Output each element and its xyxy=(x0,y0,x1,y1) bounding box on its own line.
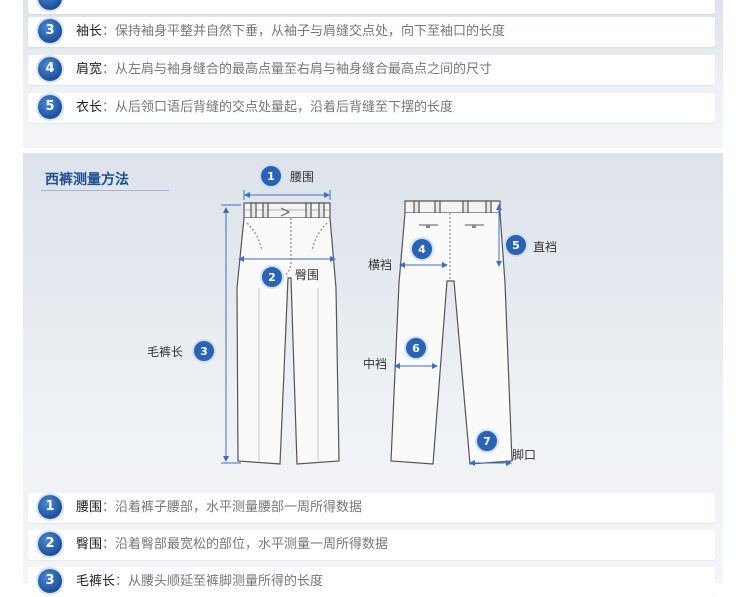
marker-rise: 5 直裆 xyxy=(504,233,557,257)
title-divider xyxy=(41,190,169,191)
item-label: 衣长 xyxy=(76,100,103,115)
item-label: 袖长 xyxy=(76,24,103,39)
marker-label: 臀围 xyxy=(295,268,319,282)
step-badge xyxy=(38,0,62,10)
item-description: 从腰头顺延至裤脚测量所得的长度 xyxy=(128,574,324,589)
marker-number: 6 xyxy=(412,342,420,355)
item-description: 从左肩与袖身缝合的最高点量至右肩与袖身缝合最高点之间的尺寸 xyxy=(115,62,493,77)
marker-number: 7 xyxy=(483,435,491,448)
marker-number: 3 xyxy=(200,345,208,358)
list-item xyxy=(28,0,715,14)
item-label: 臀围 xyxy=(76,537,103,552)
back-trousers-illustration xyxy=(390,200,513,465)
item-label: 腰围 xyxy=(76,500,103,515)
marker-hem: 7 脚口 xyxy=(475,429,536,462)
marker-length: 3 毛裤长 xyxy=(147,339,216,363)
marker-label: 横裆 xyxy=(368,258,392,272)
marker-knee: 6 中裆 xyxy=(363,336,428,371)
step-badge: 3 xyxy=(38,569,62,593)
marker-label: 直裆 xyxy=(533,240,557,254)
item-label: 肩宽 xyxy=(76,62,103,77)
marker-label: 腰围 xyxy=(290,170,314,184)
item-label: 毛裤长 xyxy=(76,574,116,589)
marker-number: 5 xyxy=(512,239,520,252)
marker-waist: 1 腰围 xyxy=(259,164,314,188)
step-badge: 1 xyxy=(38,495,62,519)
step-badge: 2 xyxy=(38,532,62,556)
item-description: 保持袖身平整并自然下垂，从袖子与肩缝交点处，向下至袖口的长度 xyxy=(115,24,506,39)
section-title: 西裤测量方法 xyxy=(45,172,129,188)
marker-label: 脚口 xyxy=(512,447,536,462)
marker-number: 4 xyxy=(418,243,426,256)
marker-thigh: 4 横裆 xyxy=(368,237,434,272)
list-item: 4 肩宽：从左肩与袖身缝合的最高点量至右肩与袖身缝合最高点之间的尺寸 xyxy=(28,55,715,85)
shirt-measurement-panel: 3 袖长：保持袖身平整并自然下垂，从袖子与肩缝交点处，向下至袖口的长度 4 肩宽… xyxy=(23,0,723,148)
list-item: 2 臀围：沿着臀部最宽松的部位，水平测量一周所得数据 xyxy=(28,530,715,560)
marker-label: 毛裤长 xyxy=(147,345,183,359)
item-description: 沿着臀部最宽松的部位，水平测量一周所得数据 xyxy=(115,537,389,552)
marker-label: 中裆 xyxy=(363,356,387,371)
front-trousers-illustration xyxy=(236,202,340,465)
list-item: 5 衣长：从后领口语后背缝的交点处量起，沿着后背缝至下摆的长度 xyxy=(28,93,715,123)
step-badge: 3 xyxy=(38,19,62,43)
item-description: 从后领口语后背缝的交点处量起，沿着后背缝至下摆的长度 xyxy=(115,100,454,115)
step-badge: 5 xyxy=(38,95,62,119)
step-badge: 4 xyxy=(38,57,62,81)
list-item: 1 腰围：沿着裤子腰部，水平测量腰部一周所得数据 xyxy=(28,493,715,523)
pants-diagram: 1 腰围 2 臀围 3 毛裤长 4 横裆 5 直裆 6 中裆 xyxy=(147,164,557,466)
item-description: 沿着裤子腰部，水平测量腰部一周所得数据 xyxy=(115,500,363,515)
marker-hip: 2 臀围 xyxy=(260,265,319,289)
list-item: 3 毛裤长：从腰头顺延至裤脚测量所得的长度 xyxy=(28,567,715,597)
marker-number: 1 xyxy=(267,170,275,183)
marker-number: 2 xyxy=(268,271,276,284)
list-item: 3 袖长：保持袖身平整并自然下垂，从袖子与肩缝交点处，向下至袖口的长度 xyxy=(28,17,715,47)
pants-measurement-panel: 西裤测量方法 xyxy=(23,153,723,597)
